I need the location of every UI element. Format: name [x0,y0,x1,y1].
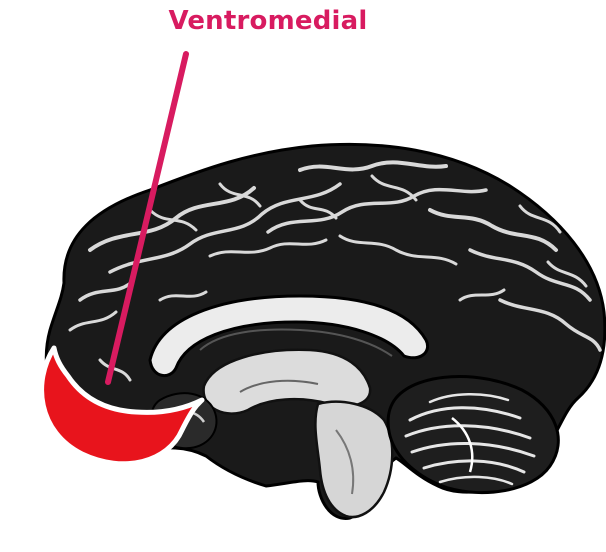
brainstem [315,402,392,517]
